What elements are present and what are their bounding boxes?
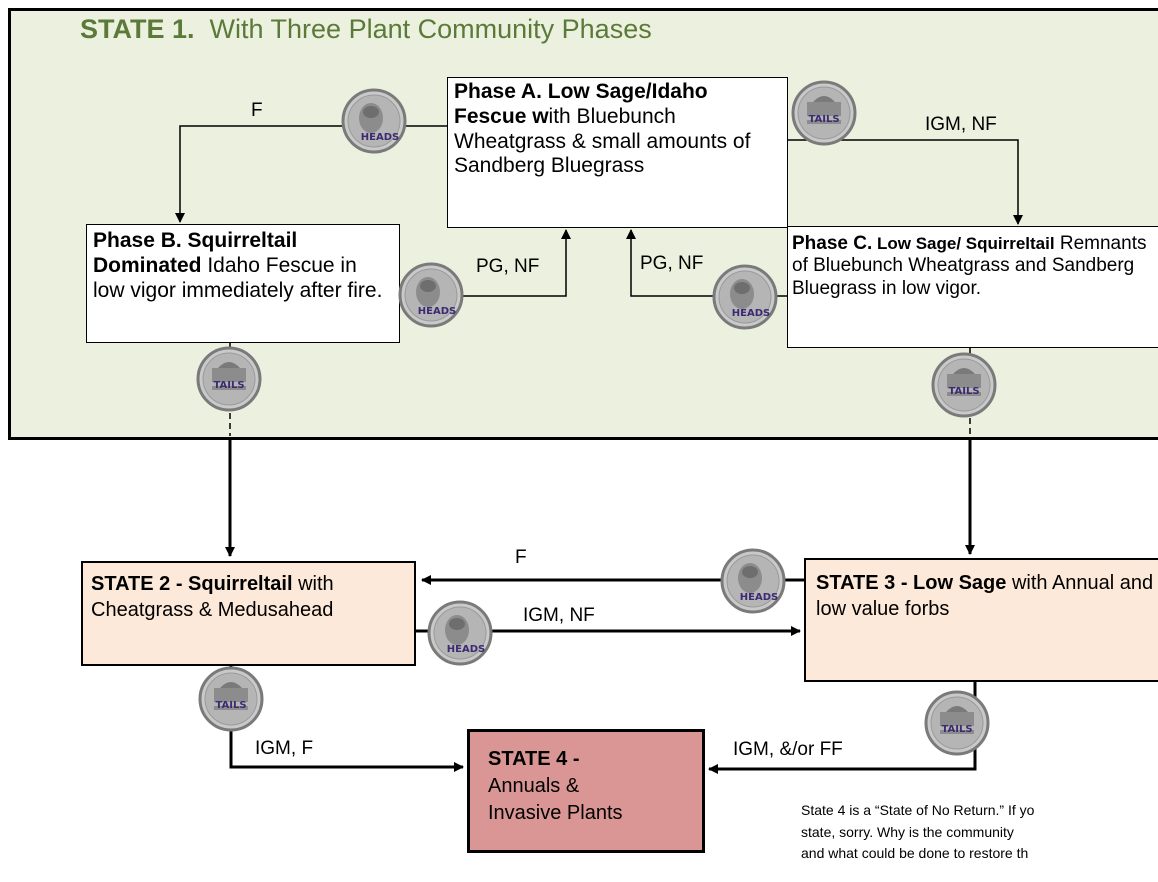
label-f-middle: F xyxy=(515,547,527,568)
phase-a-text: ith Bluebunch Wheatgrass & small amounts… xyxy=(454,104,751,178)
heads-coin-icon: HEADS xyxy=(398,262,464,328)
phase-c-bold: Phase C. xyxy=(792,233,873,254)
heads-label: HEADS xyxy=(731,308,771,319)
state2-text: with Cheatgrass & Medusahead xyxy=(91,573,334,621)
heads-coin-icon: HEADS xyxy=(427,600,493,666)
phase-b-box: Phase B. Squirreltail Dominated Idaho Fe… xyxy=(86,224,400,343)
heads-label: HEADS xyxy=(739,592,779,603)
label-pg-nf-right: PG, NF xyxy=(640,253,704,274)
heads-coin-icon: HEADS xyxy=(720,548,786,614)
tails-label: TAILS xyxy=(215,700,247,711)
heads-label: HEADS xyxy=(360,132,400,143)
heads-coin-icon: HEADS xyxy=(341,88,407,154)
note-line-1: State 4 is a “State of No Return.” If yo xyxy=(801,802,1035,818)
heads-label: HEADS xyxy=(417,306,457,317)
state1-title: STATE 1. With Three Plant Community Phas… xyxy=(80,14,652,45)
heads-coin-icon: HEADS xyxy=(712,264,778,330)
label-f-top: F xyxy=(251,100,263,121)
phase-a-box: Phase A. Low Sage/Idaho Fescue with Blue… xyxy=(447,77,788,228)
label-pg-nf-left: PG, NF xyxy=(476,256,540,277)
tails-label: TAILS xyxy=(213,380,245,391)
arrow-a-to-c xyxy=(788,139,1023,225)
label-igm-nf-top: IGM, NF xyxy=(925,114,997,135)
state2-box: STATE 2 - Squirreltail with Cheatgrass &… xyxy=(81,561,416,666)
state1-title-rest: With Three Plant Community Phases xyxy=(209,14,652,44)
label-igm-nf-middle: IGM, NF xyxy=(523,605,595,626)
tails-label: TAILS xyxy=(941,724,973,735)
note-line-2: state, sorry. Why is the community xyxy=(801,823,1014,840)
label-igm-ff-bottom: IGM, &/or FF xyxy=(733,739,843,760)
phase-b-text: Idaho Fescue in low vigor immediately af… xyxy=(93,253,383,302)
label-igm-f-bottom: IGM, F xyxy=(255,738,314,759)
heads-label: HEADS xyxy=(446,644,486,655)
tails-coin-icon: TAILS xyxy=(196,346,262,412)
state4-note: State 4 is a “State of No Return.” If yo… xyxy=(801,800,1158,865)
tails-coin-icon: TAILS xyxy=(198,666,264,732)
state3-bold: STATE 3 - Low Sage xyxy=(816,572,1007,594)
state4-line3: Invasive Plants xyxy=(488,802,623,824)
phase-c-box: Phase C. Low Sage/ Squirreltail Remnants… xyxy=(787,226,1158,348)
tails-coin-icon: TAILS xyxy=(924,690,990,756)
state3-text: with Annual and low value forbs xyxy=(816,572,1154,620)
state2-bold: STATE 2 - Squirreltail xyxy=(91,573,293,595)
phase-c-bold-small: Low Sage/ Squirreltail xyxy=(872,234,1055,253)
phase-c-text: Remnants of Bluebunch Wheatgrass and San… xyxy=(792,233,1147,299)
state4-title: STATE 4 - xyxy=(488,748,580,770)
state1-title-bold: STATE 1. xyxy=(80,14,195,44)
tails-label: TAILS xyxy=(808,114,840,125)
tails-coin-icon: TAILS xyxy=(791,80,857,146)
tails-coin-icon: TAILS xyxy=(931,352,997,418)
state4-box: STATE 4 - Annuals & Invasive Plants xyxy=(467,729,705,853)
phase-b-bold: Phase B. Squirreltail Dominated xyxy=(93,229,298,277)
state4-line2: Annuals & xyxy=(488,775,580,797)
state3-box: STATE 3 - Low Sage with Annual and low v… xyxy=(804,558,1158,682)
note-line-3: and what could be done to restore th xyxy=(801,845,1029,862)
phase-a-bold: Phase A. Low Sage/Idaho Fescue w xyxy=(454,80,708,128)
tails-label: TAILS xyxy=(948,386,980,397)
